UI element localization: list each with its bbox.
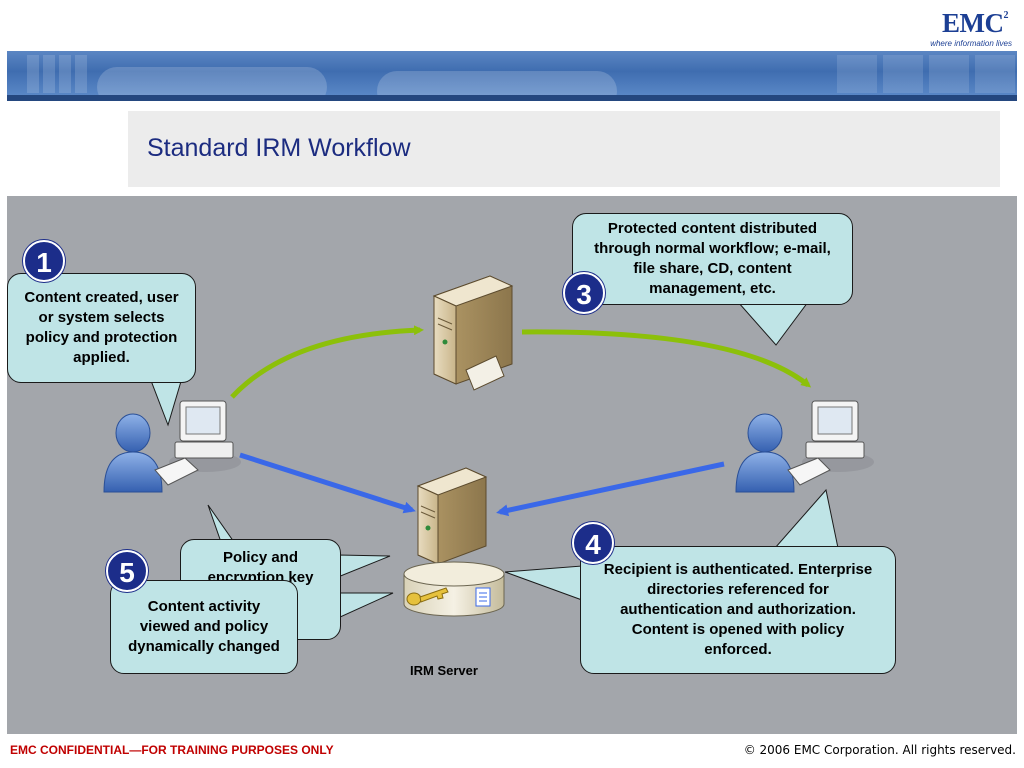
header-banner — [7, 51, 1017, 96]
recipient-workstation-icon — [787, 400, 874, 486]
creator-user-icon — [103, 413, 163, 493]
page-title: Standard IRM Workflow — [147, 134, 411, 162]
step-3-text: Protected content distributed through no… — [594, 220, 831, 297]
step-4-number: 4 — [572, 522, 614, 564]
step-1-text: Content created, user or system selects … — [24, 289, 179, 366]
logo-tagline: where information lives — [930, 39, 1012, 48]
copyright-notice: © 2006 EMC Corporation. All rights reser… — [743, 743, 1016, 757]
step-1-callout: Content created, user or system selects … — [7, 273, 196, 383]
policy-document-icon — [475, 587, 491, 607]
step-4-text: Recipient is authenticated. Enterprise d… — [603, 561, 873, 658]
header-banner-bar — [7, 95, 1017, 101]
irm-server-icon — [416, 467, 488, 565]
callout-tail-step-4 — [504, 565, 583, 601]
key-store-database-icon — [403, 561, 505, 617]
green-arrow-to-distribution-server — [230, 325, 424, 399]
recipient-user-icon — [735, 413, 795, 493]
step-3-callout: Protected content distributed through no… — [572, 213, 853, 305]
callout-tail-step-4b — [773, 488, 839, 549]
step-5-text: Content activity viewed and policy dynam… — [128, 598, 280, 655]
title-box — [128, 111, 1000, 187]
callout-tail-step-2 — [337, 554, 391, 578]
irm-server-label: IRM Server — [410, 663, 478, 678]
callout-tail-step-1 — [149, 377, 183, 427]
step-5-callout: Content activity viewed and policy dynam… — [110, 580, 298, 674]
step-3-number: 3 — [563, 272, 605, 314]
callout-tail-step-3 — [736, 301, 809, 346]
step-1-number: 1 — [23, 240, 65, 282]
step-5-number: 5 — [106, 550, 148, 592]
callout-tail-step-2b — [337, 592, 394, 619]
green-arrow-to-recipient — [521, 329, 812, 388]
creator-workstation-icon — [154, 400, 241, 486]
blue-arrow-recipient-to-irm-server — [496, 461, 725, 517]
blue-arrow-creator-to-irm-server — [239, 452, 416, 514]
step-4-callout: Recipient is authenticated. Enterprise d… — [580, 546, 896, 674]
key-icon — [406, 587, 449, 606]
distribution-server-icon — [432, 275, 514, 391]
emc-logo: EMC2 where information lives — [910, 8, 1020, 50]
logo-superscript: 2 — [1003, 10, 1009, 21]
confidential-notice: EMC CONFIDENTIAL—FOR TRAINING PURPOSES O… — [10, 743, 334, 757]
logo-brand: EMC — [942, 8, 1004, 38]
